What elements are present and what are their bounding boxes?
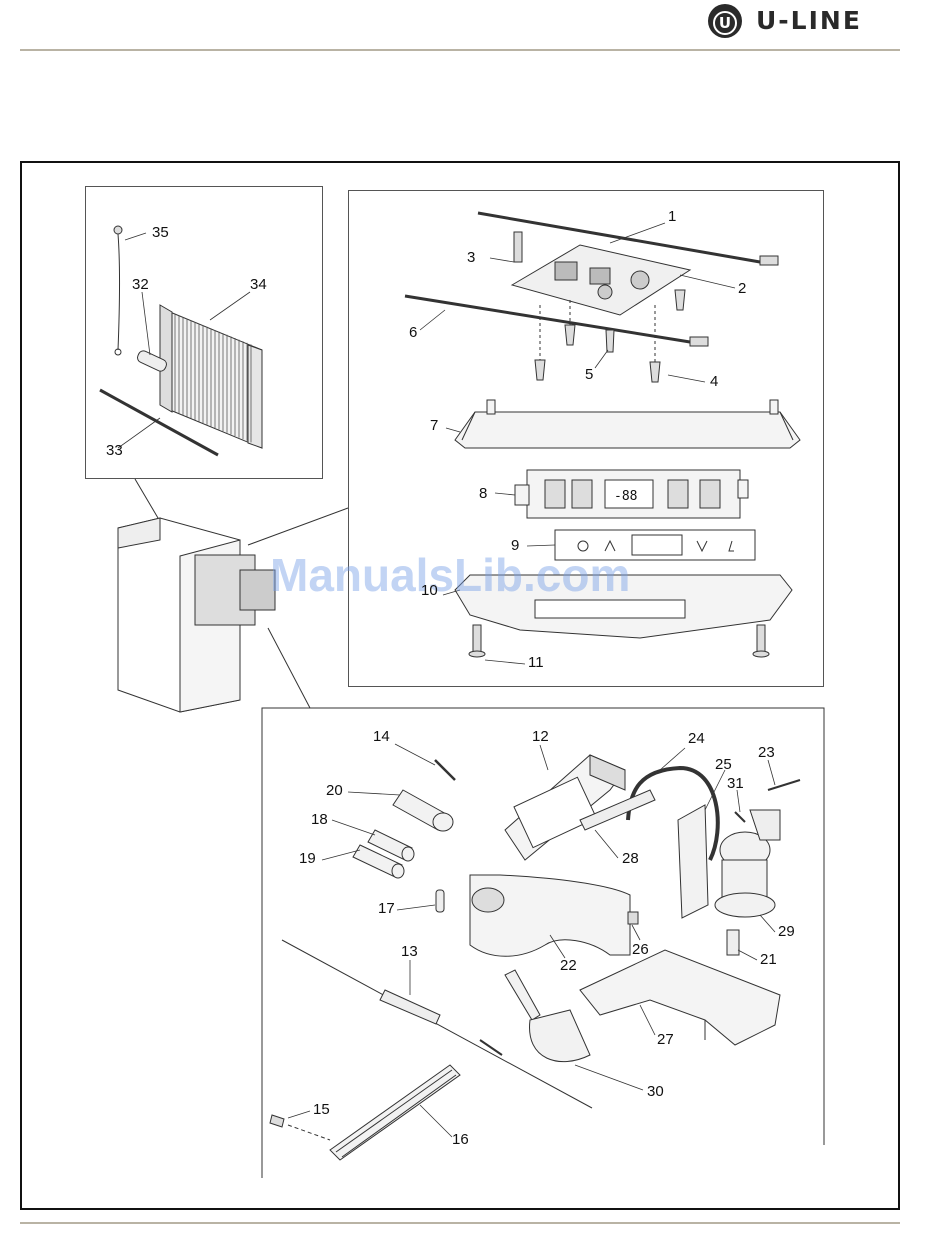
- callout-7: 7: [430, 418, 438, 434]
- board-relay: [555, 262, 577, 280]
- water-pump: [715, 832, 775, 917]
- callout-23: 23: [758, 745, 775, 761]
- wire-terminal: [114, 226, 122, 234]
- callout-21: 21: [760, 952, 777, 968]
- callout-4: 4: [710, 374, 718, 390]
- drain-tray: [580, 950, 780, 1045]
- leader-icemaker: [268, 628, 310, 708]
- bearing: [270, 1115, 284, 1127]
- callout-11: 11: [528, 655, 544, 671]
- bin-sensor: [727, 930, 739, 955]
- callout-26: 26: [632, 942, 649, 958]
- sleeves: [353, 790, 453, 878]
- leader-condenser: [135, 479, 158, 518]
- watermark: ManualsLib.com: [270, 548, 630, 602]
- ejector: [330, 1065, 460, 1160]
- callout-2: 2: [738, 281, 746, 297]
- board-connector: [514, 232, 522, 262]
- display-readout: -88: [614, 489, 637, 505]
- refrigerator-cabinet: [118, 518, 275, 712]
- callout-28: 28: [622, 851, 639, 867]
- callout-29: 29: [778, 924, 795, 940]
- callout-25: 25: [715, 757, 732, 773]
- bearing-guide: [288, 1125, 330, 1140]
- callout-30: 30: [647, 1084, 664, 1100]
- fuse: [436, 890, 444, 912]
- screw-31: [735, 812, 745, 822]
- callout-33: 33: [106, 443, 123, 459]
- ice-bin: [470, 875, 630, 956]
- ice-scoop: [505, 970, 590, 1062]
- callout-22: 22: [560, 958, 577, 974]
- screw-23: [768, 780, 800, 790]
- callout-32: 32: [132, 277, 149, 293]
- callout-16: 16: [452, 1132, 469, 1148]
- callout-12: 12: [532, 729, 549, 745]
- callout-15: 15: [313, 1102, 330, 1118]
- callout-6: 6: [409, 325, 417, 341]
- board-relay-2: [590, 268, 610, 284]
- callout-24: 24: [688, 731, 705, 747]
- callout-18: 18: [311, 812, 328, 828]
- footer-divider: [20, 1222, 900, 1224]
- cap: [628, 912, 638, 924]
- callout-34: 34: [250, 277, 267, 293]
- thermostat-wire: [118, 234, 120, 350]
- leader-control: [248, 508, 348, 545]
- callout-10: 10: [421, 583, 438, 599]
- callout-27: 27: [657, 1032, 674, 1048]
- board-capacitor: [631, 271, 649, 289]
- callout-31: 31: [727, 776, 744, 792]
- callout-20: 20: [326, 783, 343, 799]
- callout-5: 5: [585, 367, 593, 383]
- harness-6: [405, 296, 690, 342]
- callout-19: 19: [299, 851, 316, 867]
- board-capacitor-2: [598, 285, 612, 299]
- callout-1: 1: [668, 209, 676, 225]
- harness-1-plug: [760, 256, 778, 265]
- callout-17: 17: [378, 901, 395, 917]
- harness-6-plug: [690, 337, 708, 346]
- top-trim: [455, 400, 800, 448]
- callout-9: 9: [511, 538, 519, 554]
- pump-bracket: [678, 805, 708, 918]
- callout-3: 3: [467, 250, 475, 266]
- callout-14: 14: [373, 729, 390, 745]
- pin: [435, 760, 455, 780]
- callout-13: 13: [401, 944, 418, 960]
- heater-element: [380, 990, 440, 1024]
- callout-8: 8: [479, 486, 487, 502]
- callout-35: 35: [152, 225, 169, 241]
